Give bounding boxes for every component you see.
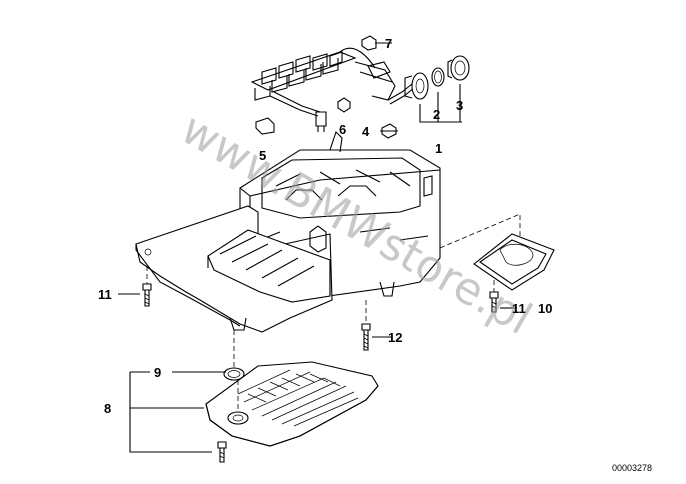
- gasket: [473, 233, 555, 291]
- oil-filter: [205, 361, 379, 447]
- part-label-5: 5: [259, 148, 266, 163]
- part-label-6: 6: [339, 122, 346, 137]
- connector-plug: [404, 72, 429, 100]
- clip-5: [255, 117, 275, 135]
- part-label-12: 12: [388, 330, 402, 345]
- part-label-10: 10: [538, 301, 552, 316]
- bolt-filter: [217, 441, 227, 463]
- part-label-7: 7: [385, 36, 392, 51]
- part-label-8: 8: [104, 401, 111, 416]
- diagram-reference-code: 00003278: [612, 463, 652, 473]
- part-label-11-right: 11: [512, 301, 526, 316]
- clip-7: [361, 35, 377, 51]
- part-label-4: 4: [362, 124, 370, 139]
- part-label-11-left: 11: [98, 287, 112, 302]
- o-ring: [431, 67, 445, 87]
- bolt-12: [361, 323, 371, 351]
- part-label-2: 2: [433, 107, 440, 122]
- solenoid-block: [207, 225, 331, 331]
- clip-6: [337, 97, 351, 113]
- leader-lines: [118, 42, 516, 453]
- adapter-sleeve: [447, 55, 470, 81]
- part-labels: 7 2 3 1 6 4 5 11 11 10 12 9 8: [98, 36, 552, 416]
- wiring-harness: [250, 47, 415, 132]
- bolt-11-right: [489, 291, 499, 313]
- part-label-1: 1: [435, 141, 442, 156]
- filter-o-ring: [223, 367, 245, 381]
- bolt-11-left: [142, 283, 152, 307]
- part-label-9: 9: [154, 365, 161, 380]
- part-label-3: 3: [456, 98, 463, 113]
- assembly-guide-lines: [146, 213, 521, 412]
